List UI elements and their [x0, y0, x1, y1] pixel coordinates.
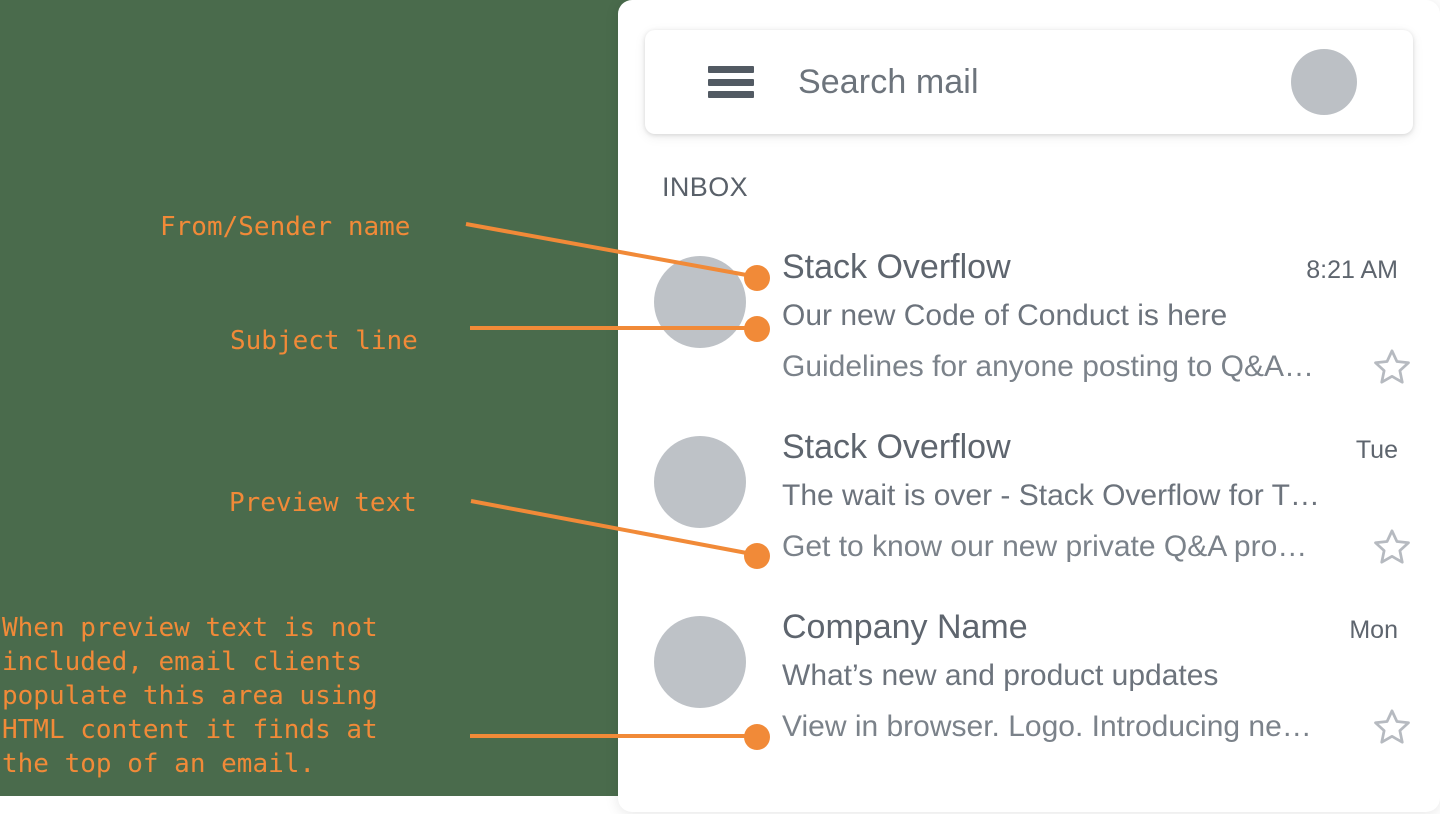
email-list-item[interactable]: Stack Overflow Tue The wait is over - St…	[618, 412, 1440, 592]
sender-avatar	[654, 256, 746, 348]
sender-name: Company Name	[782, 608, 1028, 646]
search-bar-card[interactable]: Search mail	[645, 30, 1413, 134]
email-subject: Our new Code of Conduct is here	[782, 299, 1228, 332]
star-outline-icon[interactable]	[1370, 525, 1414, 569]
email-preview-line: Get to know our new private Q&A pro…	[782, 525, 1440, 569]
hamburger-menu-icon[interactable]	[708, 66, 754, 98]
email-content: Company Name Mon What’s new and product …	[782, 608, 1440, 749]
email-list: Stack Overflow 8:21 AM Our new Code of C…	[618, 232, 1440, 772]
email-subject: The wait is over - Stack Overflow for T…	[782, 479, 1320, 512]
email-preview-line: View in browser. Logo. Introducing ne…	[782, 705, 1440, 749]
email-timestamp: 8:21 AM	[1306, 256, 1398, 284]
email-subject: What’s new and product updates	[782, 659, 1219, 692]
email-content: Stack Overflow 8:21 AM Our new Code of C…	[782, 248, 1440, 389]
email-preview-text: Get to know our new private Q&A pro…	[782, 530, 1308, 563]
account-avatar[interactable]	[1291, 49, 1357, 115]
sender-avatar	[654, 616, 746, 708]
sender-name: Stack Overflow	[782, 428, 1011, 466]
folder-label-inbox: INBOX	[662, 172, 749, 202]
email-preview-line: Guidelines for anyone posting to Q&A…	[782, 345, 1440, 389]
email-header-line: Stack Overflow Tue	[782, 428, 1440, 467]
star-outline-icon[interactable]	[1370, 345, 1414, 389]
email-content: Stack Overflow Tue The wait is over - St…	[782, 428, 1440, 569]
star-outline-icon[interactable]	[1370, 705, 1414, 749]
sender-avatar	[654, 436, 746, 528]
email-header-line: Company Name Mon	[782, 608, 1440, 647]
hamburger-bar	[708, 66, 754, 73]
email-preview-text: Guidelines for anyone posting to Q&A…	[782, 350, 1314, 383]
email-list-item[interactable]: Stack Overflow 8:21 AM Our new Code of C…	[618, 232, 1440, 412]
sender-name: Stack Overflow	[782, 248, 1011, 286]
mail-app-panel: Search mail INBOX Stack Overflow 8:21 AM…	[618, 0, 1440, 812]
hamburger-bar	[708, 91, 754, 98]
email-preview-text: View in browser. Logo. Introducing ne…	[782, 710, 1312, 743]
email-list-item[interactable]: Company Name Mon What’s new and product …	[618, 592, 1440, 772]
search-input[interactable]: Search mail	[798, 62, 979, 101]
hamburger-bar	[708, 78, 754, 86]
email-timestamp: Tue	[1355, 436, 1398, 464]
email-timestamp: Mon	[1349, 616, 1398, 644]
email-header-line: Stack Overflow 8:21 AM	[782, 248, 1440, 287]
